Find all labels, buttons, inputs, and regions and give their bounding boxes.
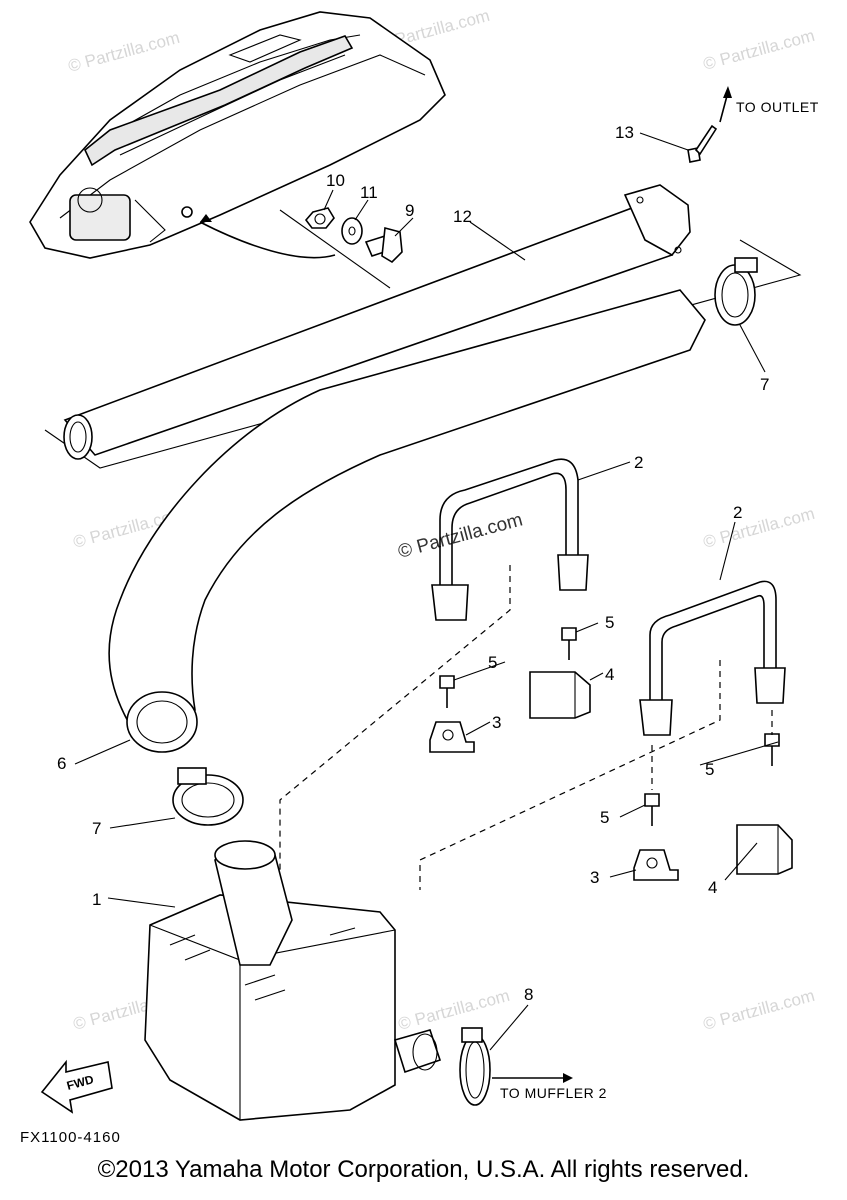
assembly-dashed-line bbox=[419, 660, 721, 890]
leader-lines bbox=[74, 86, 779, 1083]
copyright-notice: ©2013 Yamaha Motor Corporation, U.S.A. A… bbox=[97, 1156, 750, 1183]
part-bracket-3-lower bbox=[633, 849, 679, 881]
callout-11: 11 bbox=[360, 183, 378, 202]
part-bracket-3-upper bbox=[429, 721, 475, 753]
callout-4-lower: 4 bbox=[708, 878, 717, 897]
callout-8: 8 bbox=[524, 985, 533, 1004]
callout-6: 6 bbox=[57, 754, 66, 773]
callout-3-upper: 3 bbox=[492, 713, 501, 732]
part-bolt-5d bbox=[644, 793, 660, 826]
part-pipe-12 bbox=[63, 184, 691, 460]
part-bolt-5b bbox=[439, 675, 455, 708]
watermark-center: © Partzilla.com bbox=[396, 509, 525, 562]
part-muffler-1 bbox=[144, 840, 442, 1121]
watermark: © Partzilla.com bbox=[396, 986, 512, 1034]
watermark: © Partzilla.com bbox=[701, 26, 817, 74]
part-bolt-13 bbox=[687, 124, 718, 163]
part-bolt-5a bbox=[561, 627, 577, 660]
part-block-4-upper bbox=[529, 671, 591, 719]
watercraft-illustration bbox=[29, 11, 446, 259]
callout-2-upper: 2 bbox=[634, 453, 643, 472]
plane-line-upper bbox=[279, 209, 391, 289]
callout-2-lower: 2 bbox=[733, 503, 742, 522]
callout-13: 13 bbox=[615, 123, 634, 142]
assembly-dashed-line bbox=[279, 565, 511, 870]
part-hose-6 bbox=[108, 289, 706, 753]
callout-7-upper: 7 bbox=[760, 375, 769, 394]
part-strap-2-upper bbox=[431, 458, 589, 621]
fwd-arrow-icon: FWD bbox=[40, 1059, 113, 1114]
callout-12: 12 bbox=[453, 207, 472, 226]
callout-10: 10 bbox=[326, 171, 345, 190]
watermark: © Partzilla.com bbox=[701, 986, 817, 1034]
callout-7-lower: 7 bbox=[92, 819, 101, 838]
part-strap-2-lower bbox=[639, 580, 786, 736]
part-clamp-7-upper bbox=[714, 257, 758, 326]
part-bolt-5c bbox=[764, 733, 780, 766]
watermark: © Partzilla.com bbox=[701, 504, 817, 552]
fwd-label: FWD bbox=[65, 1072, 95, 1093]
part-washer-11 bbox=[341, 217, 363, 245]
part-nut-10 bbox=[304, 207, 335, 229]
callout-5-c: 5 bbox=[705, 760, 714, 779]
callout-3-lower: 3 bbox=[590, 868, 599, 887]
callout-4-upper: 4 bbox=[605, 665, 614, 684]
note-to-muffler: TO MUFFLER 2 bbox=[500, 1085, 607, 1101]
callout-1: 1 bbox=[92, 890, 101, 909]
callout-5-d: 5 bbox=[600, 808, 609, 827]
part-clamp-7-lower bbox=[172, 767, 244, 826]
part-block-4-lower bbox=[736, 824, 793, 875]
note-to-outlet: TO OUTLET bbox=[736, 99, 819, 115]
callout-labels: 10 11 9 12 13 7 2 2 5 5 4 3 5 5 3 4 6 7 … bbox=[57, 123, 769, 1004]
watermark: © Partzilla.com bbox=[66, 28, 182, 76]
diagram-code: FX1100-4160 bbox=[20, 1129, 121, 1146]
part-fitting-9 bbox=[364, 226, 403, 264]
part-clamp-8 bbox=[459, 1027, 491, 1106]
callout-9: 9 bbox=[405, 201, 414, 220]
callout-5-b: 5 bbox=[488, 653, 497, 672]
callout-5-a: 5 bbox=[605, 613, 614, 632]
